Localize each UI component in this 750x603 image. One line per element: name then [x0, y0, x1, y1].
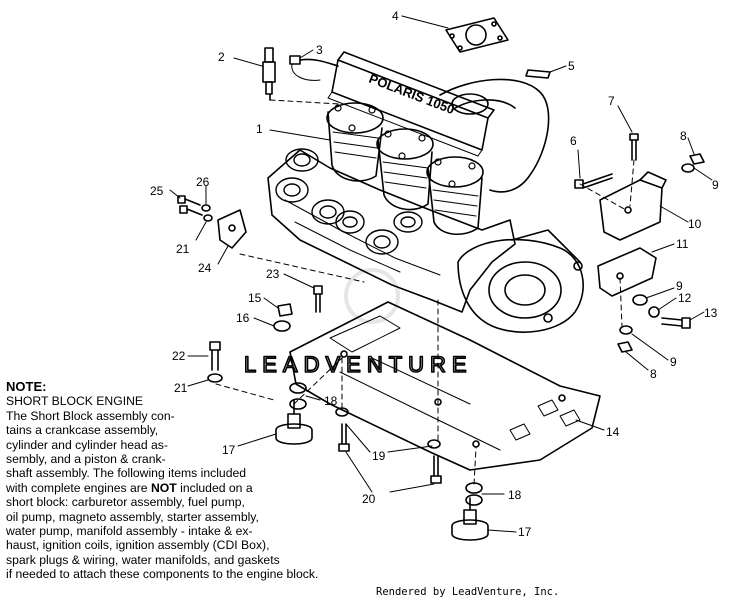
bolt-22 [209, 341, 221, 371]
spacer-18-c [465, 482, 483, 494]
washer-9-mid [632, 294, 648, 306]
callout-9-lower: 9 [670, 355, 677, 369]
callout-9-upper: 9 [712, 178, 719, 192]
callout-12: 12 [678, 291, 692, 305]
callout-22: 22 [172, 349, 186, 363]
callout-9-mid: 9 [676, 279, 683, 293]
callout-numbers: 1 2 3 4 5 6 7 8 9 10 11 9 12 13 9 8 14 1… [150, 9, 719, 539]
callout-3: 3 [316, 43, 323, 57]
head-gasket [445, 17, 509, 53]
note-line: oil pump, magneto assembly, starter asse… [6, 509, 259, 524]
callout-1: 1 [256, 122, 263, 136]
spark-plug [262, 47, 276, 101]
short-block-note: NOTE: SHORT BLOCK ENGINE The Short Block… [6, 379, 381, 582]
callout-2: 2 [218, 50, 225, 64]
bracket-24 [217, 209, 247, 249]
callout-25: 25 [150, 184, 164, 198]
manifold-bar: POLARIS 1050 [327, 51, 495, 157]
callout-20: 20 [362, 492, 376, 506]
washer-19-b [427, 439, 441, 449]
bolt-20-b [430, 455, 442, 484]
callout-17-left: 17 [222, 443, 236, 457]
spacer-18-a [289, 382, 307, 394]
leader-lines [169, 15, 713, 533]
callout-8-upper: 8 [680, 129, 687, 143]
note-line: The Short Block assembly con- [6, 408, 175, 423]
bolt-20-a [338, 423, 350, 452]
bolts-25 [177, 195, 203, 216]
nut-8-lower [617, 341, 633, 353]
callout-21-upper: 21 [176, 242, 190, 256]
callout-16: 16 [236, 311, 250, 325]
callout-11: 11 [676, 237, 689, 251]
note-heading: NOTE: [6, 379, 47, 394]
note-line-with-emphasis: with complete engines are NOT included o… [6, 481, 381, 495]
note-line: sembly, and a piston & crank- [6, 452, 166, 467]
callout-26: 26 [196, 175, 210, 189]
note-line: SHORT BLOCK ENGINE [6, 394, 144, 409]
mounting-plate [289, 301, 601, 471]
washer-21 [207, 373, 223, 383]
note-line: water pump, manifold assembly - intake &… [6, 524, 253, 539]
washers-26 [201, 204, 213, 222]
callout-14: 14 [606, 425, 620, 439]
note-line-part: included on a [180, 480, 253, 495]
note-emphasis-not: NOT [150, 480, 177, 495]
bolt-7 [629, 133, 639, 161]
bolt-6 [574, 173, 613, 189]
callout-17-right: 17 [518, 525, 532, 539]
callout-8-lower: 8 [650, 367, 657, 381]
note-line: cylinder and cylinder head as- [6, 437, 168, 452]
bolt-13 [661, 317, 691, 329]
washer-9-upper [681, 163, 695, 173]
callout-5: 5 [568, 59, 575, 73]
callout-23: 23 [266, 267, 280, 281]
note-line-part: with complete engines are [6, 480, 151, 495]
watermark-text: LEADVENTURE [244, 352, 473, 377]
note-line: shaft assembly. The following items incl… [6, 466, 247, 481]
shim-plate [525, 69, 551, 79]
callout-19: 19 [372, 449, 386, 463]
bolt-23 [313, 285, 323, 313]
note-line: haust, ignition coils, ignition assembly… [6, 538, 270, 553]
callout-4: 4 [392, 9, 399, 23]
callout-10: 10 [688, 217, 702, 231]
spacer-18-d [465, 494, 483, 506]
bracket-11 [597, 247, 657, 297]
note-line: spark plugs & wiring, water manifolds, a… [6, 552, 280, 567]
callout-24: 24 [198, 261, 212, 275]
watermark-logo [344, 268, 400, 324]
note-line: if needed to attach these components to … [6, 567, 319, 582]
washer-9-lower [619, 325, 633, 335]
spacer-18-b [289, 398, 307, 410]
render-credit: Rendered by LeadVenture, Inc. [376, 586, 560, 598]
callout-18-right: 18 [508, 488, 522, 502]
callout-13: 13 [704, 306, 718, 320]
lock-washer-12 [648, 306, 660, 318]
callout-7: 7 [608, 94, 615, 108]
note-line: tains a crankcase assembly, [6, 423, 159, 438]
callout-18-left: 18 [324, 394, 338, 408]
washer-16 [273, 320, 291, 332]
callout-21-lower: 21 [174, 381, 188, 395]
nut-15 [277, 303, 293, 317]
nut-8-upper [689, 153, 705, 165]
callout-6: 6 [570, 134, 577, 148]
engine-mount-17-left [275, 399, 313, 445]
note-line: short block: carburetor assembly, fuel p… [6, 495, 245, 510]
bracket-10 [599, 171, 667, 241]
callout-15: 15 [248, 291, 262, 305]
ignition-wire [289, 55, 339, 81]
engine-block [267, 78, 584, 333]
